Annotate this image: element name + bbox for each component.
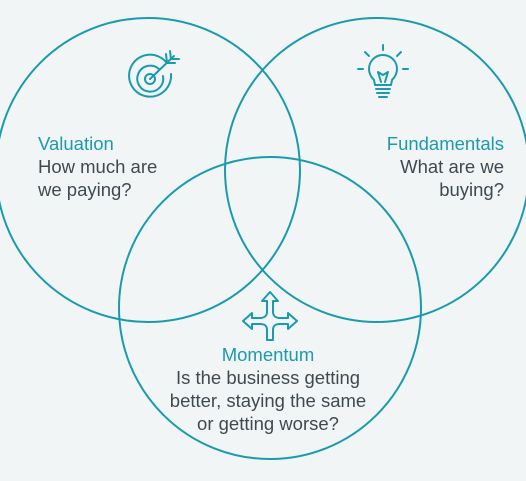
momentum-line-3: or getting worse?: [197, 413, 339, 434]
momentum-circle: [118, 156, 422, 460]
arrows-split-icon: [242, 291, 298, 341]
fundamentals-line-2: buying?: [439, 179, 504, 200]
lightbulb-icon: [357, 44, 409, 98]
momentum-block: Momentum Is the business getting better,…: [165, 343, 371, 435]
target-icon: [128, 50, 180, 98]
momentum-line-2: better, staying the same: [169, 390, 367, 411]
momentum-title: Momentum: [221, 344, 315, 365]
valuation-line-2: we paying?: [38, 179, 132, 200]
valuation-circle: [0, 17, 301, 323]
momentum-line-1: Is the business getting: [175, 367, 361, 388]
valuation-line-1: How much are: [38, 156, 158, 177]
valuation-title: Valuation: [38, 133, 114, 154]
fundamentals-circle: [224, 17, 526, 323]
fundamentals-title: Fundamentals: [386, 133, 504, 154]
fundamentals-line-1: What are we: [400, 156, 504, 177]
fundamentals-block: Fundamentals What are we buying?: [387, 132, 504, 201]
valuation-block: Valuation How much are we paying?: [38, 132, 157, 201]
